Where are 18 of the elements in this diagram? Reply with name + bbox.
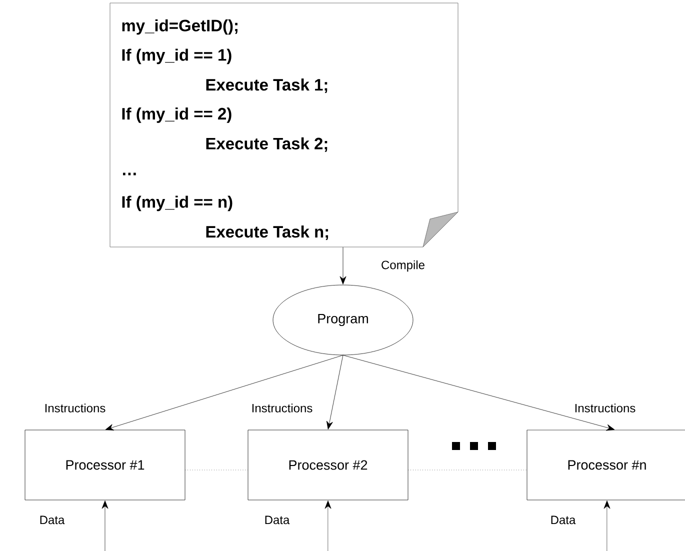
edge-label: Instructions: [250, 402, 314, 414]
processor-box: Processor #2: [248, 430, 408, 500]
edge-label: Instructions: [573, 402, 637, 414]
processor-box: Processor #n: [526, 430, 685, 500]
processor-box: Processor #1: [24, 430, 186, 500]
edge-label: Data: [263, 514, 291, 526]
arrow: [604, 500, 610, 551]
code-document: my_id=GetID(); If (my_id == 1) Execute Task 1; If (my_id == 2) Execute Task 2; … If (my_id == n) Execute Task n;: [110, 2, 458, 248]
edge-label: Data: [549, 514, 577, 526]
edge-label: Instructions: [43, 402, 107, 414]
arrow: [340, 247, 346, 284]
arrow: [324, 500, 332, 551]
arrow: [102, 500, 108, 551]
edge-label: Data: [38, 514, 66, 526]
edge-label: Compile: [380, 259, 426, 273]
arrow: [326, 355, 344, 430]
arrow: [342, 355, 615, 431]
arrow: [105, 355, 344, 430]
